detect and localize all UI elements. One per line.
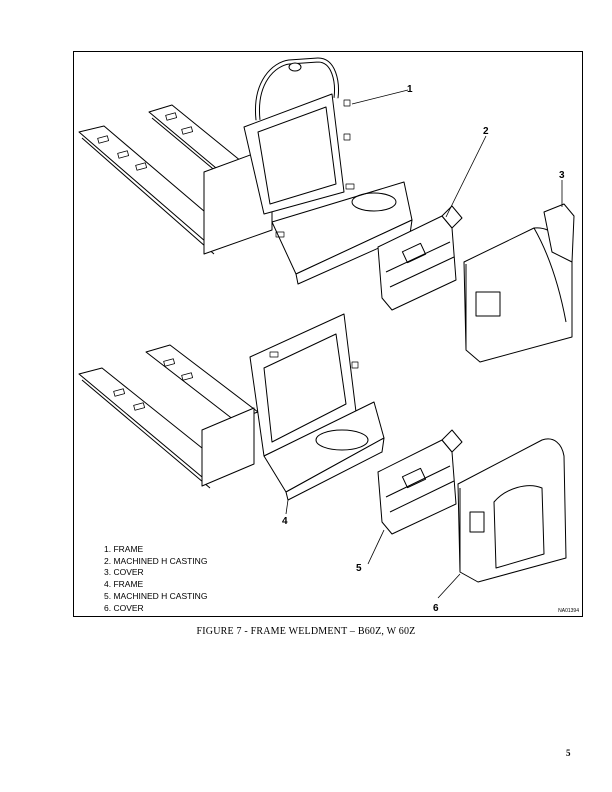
legend-item: 3. COVER	[104, 567, 144, 578]
lower-base-front	[285, 437, 385, 501]
legend-item: 4. FRAME	[104, 579, 144, 590]
lower-frame-drawing	[78, 313, 385, 501]
figure-frame: 1 2 3 4 5 6 1. FRAME 2. MACHINED H CASTI…	[73, 51, 583, 617]
callout-1: 1	[407, 84, 413, 95]
page-number: 5	[566, 748, 571, 758]
legend-item: 1. FRAME	[104, 544, 144, 554]
callout-3: 3	[559, 170, 565, 181]
legend-item: 6. COVER	[104, 602, 144, 613]
upper-h-casting-drawing	[377, 205, 463, 311]
legend-item: 5. MACHINED H CASTING	[104, 590, 208, 601]
upper-cover-drawing	[463, 203, 575, 363]
lower-h-casting-drawing	[377, 429, 463, 535]
legend-item: 2. MACHINED H CASTING	[104, 555, 208, 566]
parts-legend: 1. FRAME 2. MACHINED H CASTING 3. COVER …	[104, 544, 207, 614]
callout-4: 4	[282, 516, 288, 527]
upper-upright	[243, 93, 345, 215]
callout-5: 5	[356, 563, 362, 574]
lower-body-side	[201, 407, 255, 487]
callout-2: 2	[483, 126, 489, 137]
callout-6: 6	[433, 603, 439, 614]
lower-fork-rear	[145, 344, 259, 421]
upper-frame-drawing	[78, 57, 413, 285]
lower-cover-drawing	[457, 438, 567, 583]
figure-caption: FIGURE 7 - FRAME WELDMENT – B60Z, W 60Z	[196, 626, 416, 637]
leader-lines	[285, 89, 563, 599]
drawing-reference-code: NA01394	[558, 608, 579, 614]
frame-weldment-illustration	[78, 57, 575, 599]
